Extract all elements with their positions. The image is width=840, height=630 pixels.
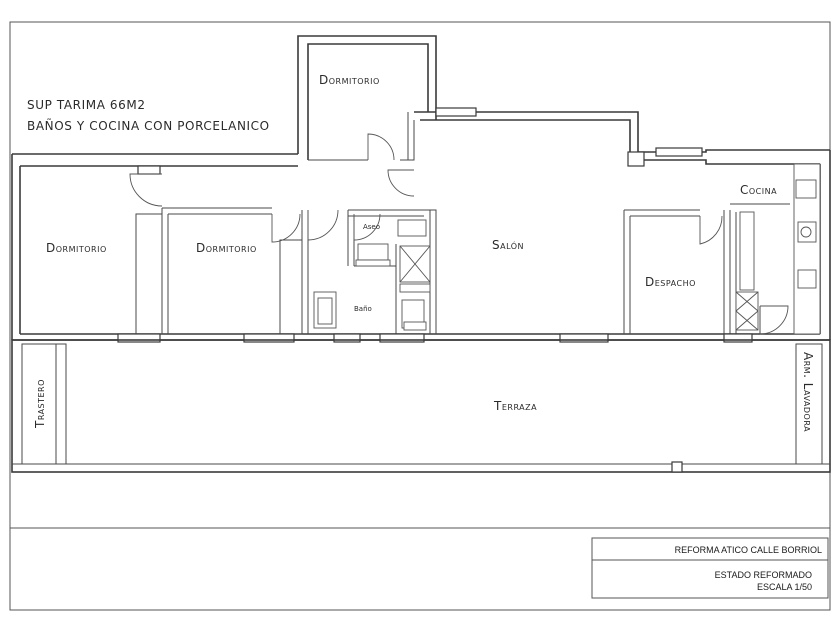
title-scale: ESCALA 1/50 — [757, 582, 812, 592]
terrace — [11, 339, 831, 473]
room-label-arm-lavadora: Arm. Lavadora — [801, 352, 815, 432]
windows — [117, 107, 753, 343]
interior-walls — [135, 112, 790, 335]
aseo-sink — [397, 219, 427, 237]
room-label-dormitorio-left: Dormitorio — [46, 241, 107, 255]
note-floor-area: SUP TARIMA 66M2 — [27, 98, 146, 112]
room-label-trastero: Trastero — [33, 379, 47, 429]
room-label-aseo: Aseo — [363, 223, 380, 231]
title-block: REFORMA ATICO CALLE BORRIOL ESTADO REFOR… — [591, 537, 829, 599]
doors — [129, 133, 789, 335]
kitchen-hob — [797, 269, 817, 289]
title-project: REFORMA ATICO CALLE BORRIOL — [675, 545, 822, 555]
room-label-cocina: Cocina — [740, 183, 777, 197]
kitchen-tall-unit — [735, 291, 759, 331]
room-label-despacho: Despacho — [645, 275, 696, 289]
room-label-dormitorio-mid: Dormitorio — [196, 241, 257, 255]
note-finishes: BAÑOS Y COCINA CON PORCELANICO — [27, 118, 270, 133]
room-label-dormitorio-top: Dormitorio — [319, 73, 380, 87]
outer-walls — [11, 35, 831, 341]
title-state: ESTADO REFORMADO — [715, 570, 812, 580]
room-label-terraza: Terraza — [493, 399, 537, 413]
room-label-salon: Salón — [492, 238, 524, 252]
fixtures — [313, 163, 821, 335]
room-label-bano: Baño — [354, 305, 372, 313]
